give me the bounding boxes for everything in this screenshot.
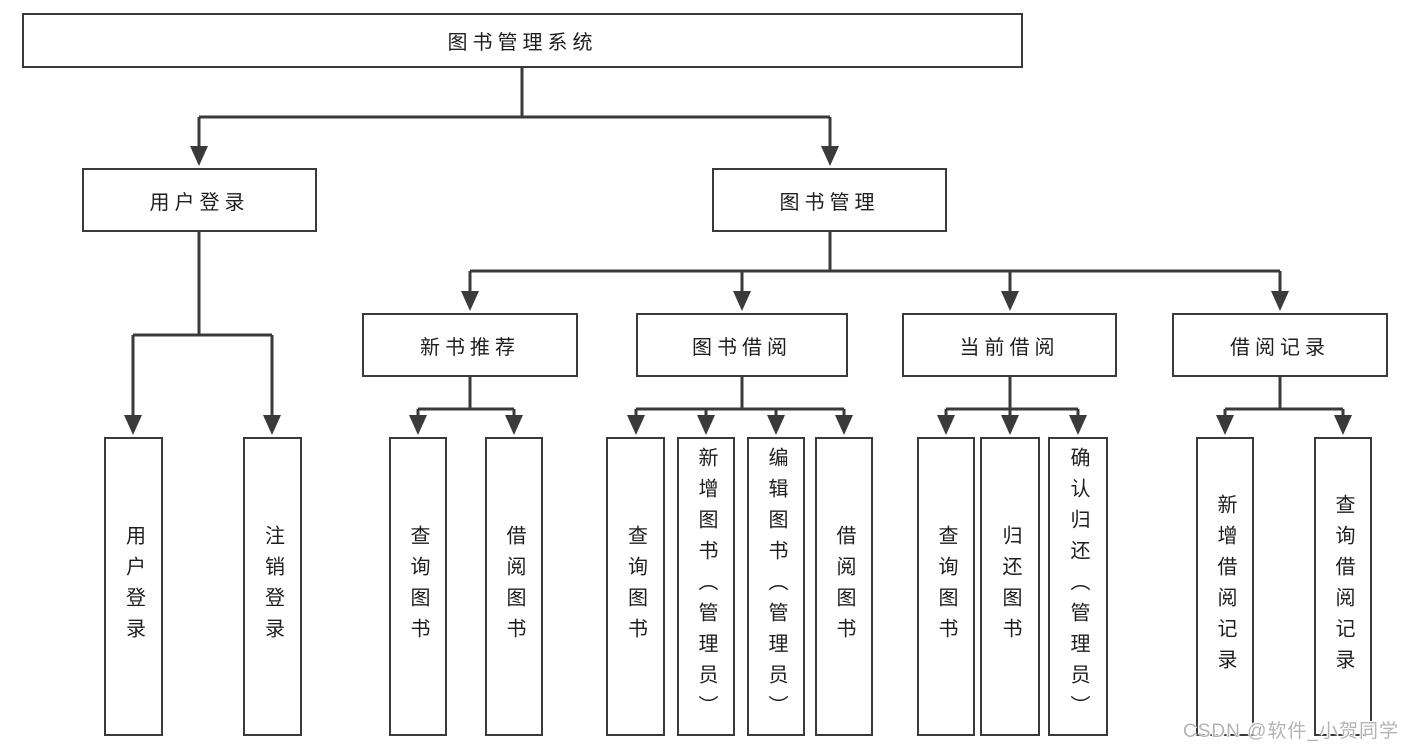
leaf-records-add-record: 新增借阅记录 — [1196, 437, 1254, 736]
leaf-user-login: 用户登录 — [104, 437, 163, 736]
node-label: 借阅图书 — [833, 524, 855, 649]
node-label: 借阅图书 — [503, 524, 525, 649]
node-label: 当前借阅 — [959, 336, 1060, 359]
node-current-borrowing: 当前借阅 — [902, 313, 1117, 377]
node-label: 图书借阅 — [692, 336, 792, 359]
node-label: 确认归还（管理员） — [1067, 447, 1089, 726]
node-label: 查询借阅记录 — [1332, 493, 1354, 680]
leaf-newbooks-query-books: 查询图书 — [389, 437, 447, 736]
node-label: 查询图书 — [407, 524, 429, 649]
leaf-newbooks-borrow-books: 借阅图书 — [485, 437, 543, 736]
leaf-logout: 注销登录 — [243, 437, 302, 736]
leaf-current-query-books: 查询图书 — [917, 437, 975, 736]
node-book-management: 图书管理 — [712, 168, 947, 232]
leaf-borrowing-edit-books-admin: 编辑图书（管理员） — [747, 437, 805, 736]
node-label: 借阅记录 — [1230, 336, 1330, 359]
node-label: 新书推荐 — [420, 336, 520, 359]
node-label: 编辑图书（管理员） — [765, 447, 787, 726]
node-label: 用户登录 — [122, 524, 145, 649]
node-user-login: 用户登录 — [82, 168, 317, 232]
leaf-borrowing-add-books-admin: 新增图书（管理员） — [677, 437, 735, 736]
leaf-current-return-books: 归还图书 — [980, 437, 1040, 736]
node-label: 用户登录 — [149, 191, 250, 214]
node-borrowing-records: 借阅记录 — [1172, 313, 1388, 377]
node-label: 查询图书 — [624, 524, 647, 649]
node-label: 注销登录 — [261, 524, 284, 649]
watermark-text: CSDN @软件_小贺同学 — [1183, 721, 1399, 742]
leaf-records-query-record: 查询借阅记录 — [1314, 437, 1372, 736]
leaf-borrowing-query-books: 查询图书 — [606, 437, 665, 736]
node-new-book-recommend: 新书推荐 — [362, 313, 578, 377]
node-label: 图书管理 — [779, 191, 880, 214]
node-label: 归还图书 — [999, 524, 1021, 649]
node-label: 图书管理系统 — [447, 32, 598, 54]
node-label: 新增借阅记录 — [1214, 493, 1236, 680]
node-label: 新增图书（管理员） — [695, 447, 717, 726]
node-label: 查询图书 — [935, 524, 957, 649]
node-root: 图书管理系统 — [22, 13, 1023, 68]
leaf-borrowing-borrow-books: 借阅图书 — [815, 437, 873, 736]
node-book-borrowing: 图书借阅 — [636, 313, 848, 377]
leaf-current-confirm-return-admin: 确认归还（管理员） — [1048, 437, 1108, 736]
